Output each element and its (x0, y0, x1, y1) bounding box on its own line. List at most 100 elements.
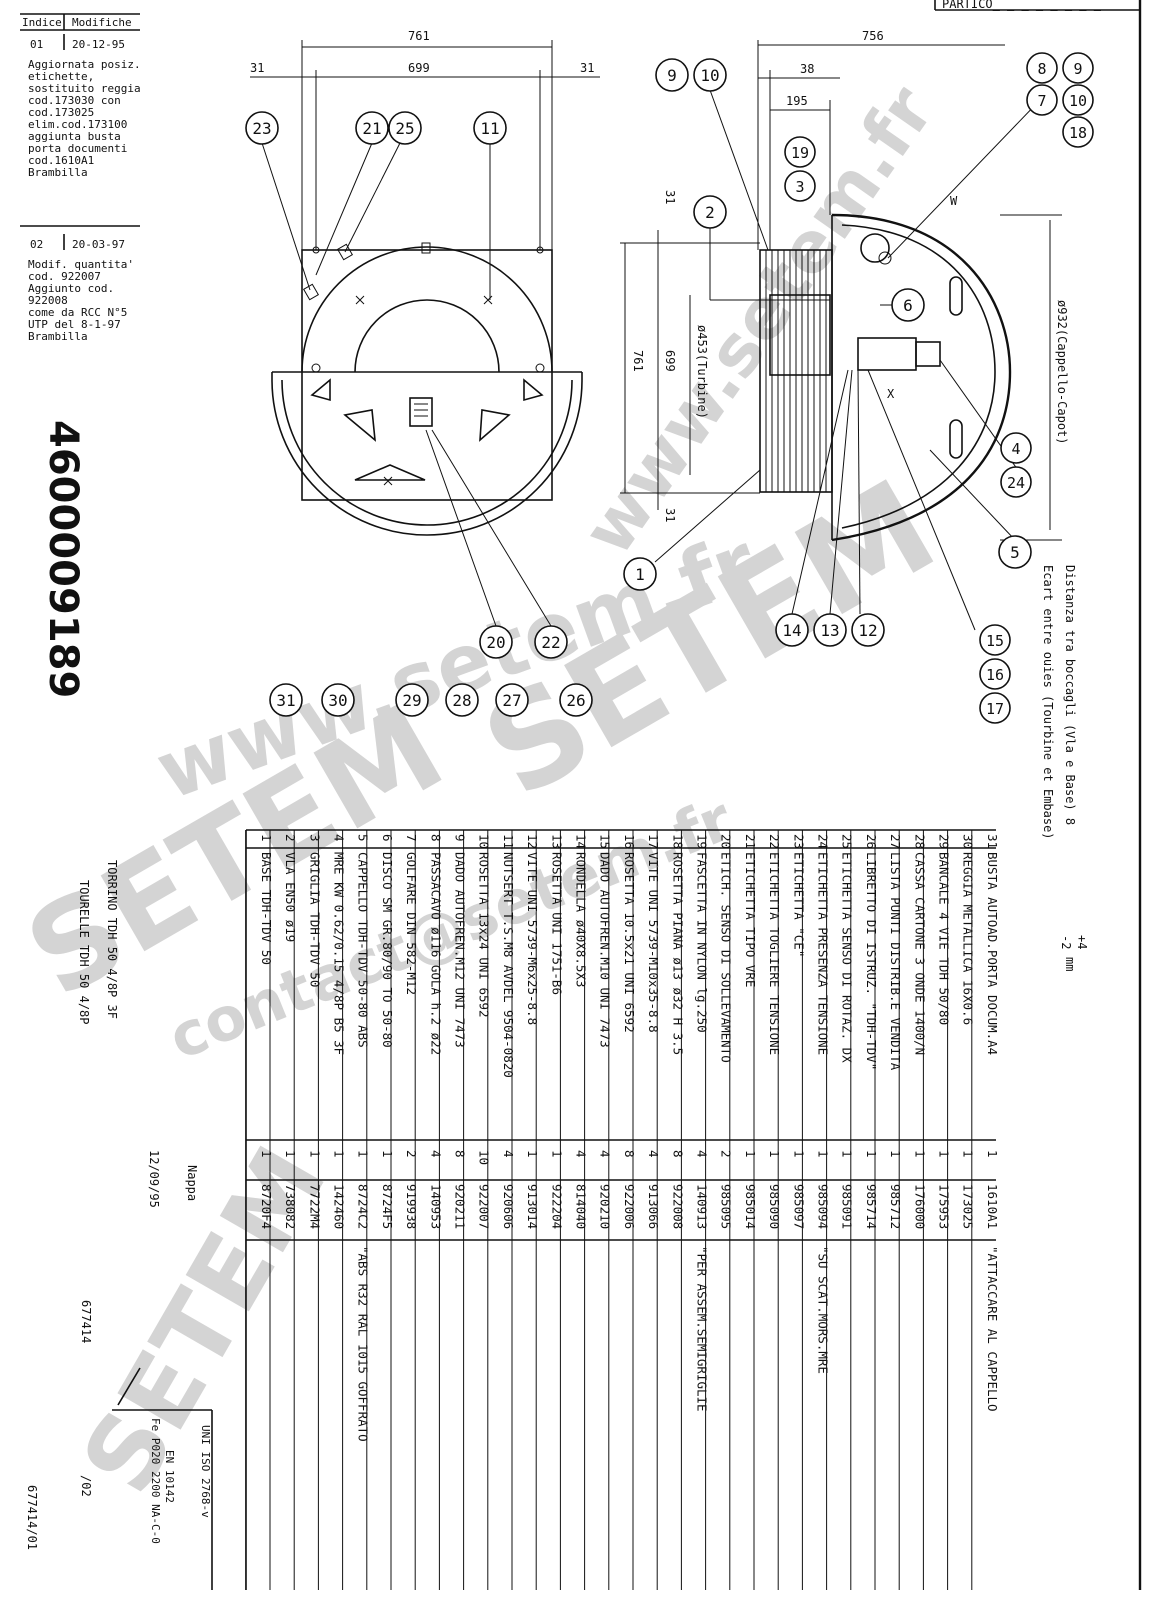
bom-pos: 20 (719, 834, 734, 849)
bom-description: GRIGLIA TDH-TDV 50 (307, 852, 322, 987)
svg-text:31: 31 (276, 691, 295, 710)
bom-note: "SU SCAT.MORS.MRE (816, 1246, 831, 1374)
spacing-note: Distanza tra boccagli (Vla e Base) 8 +4 … (1041, 565, 1089, 971)
svg-text:10: 10 (700, 66, 719, 85)
svg-text:21: 21 (362, 119, 381, 138)
bom-description: DISCO SM GR.80/90 TO 50-80 (380, 852, 395, 1048)
svg-text:27: 27 (502, 691, 521, 710)
svg-text:elim.cod.173100: elim.cod.173100 (28, 118, 127, 131)
bom-qty: 8 (622, 1150, 637, 1158)
bom-description: PASSACAVO ø116 GOLA h.2 ø22 (428, 852, 443, 1055)
mark-x: X (887, 387, 895, 401)
dim-vert-699: 699 (663, 350, 677, 372)
svg-text:17: 17 (986, 700, 1004, 718)
balloon: 28 (445, 683, 479, 717)
bom-description: ETICHETTA SENSO DI ROTAZ. DX (840, 852, 855, 1063)
svg-text:cod.173030 con: cod.173030 con (28, 94, 121, 107)
bom-code: 920210 (598, 1184, 613, 1229)
partico-label: PARTICO_ _ _ _ _ _ _ _ (942, 0, 1102, 11)
svg-text:23: 23 (252, 119, 271, 138)
svg-text:22: 22 (541, 633, 560, 652)
bom-code: 8720F4 (259, 1184, 274, 1229)
bom-pos: 23 (791, 834, 806, 849)
author: Nappa (185, 1165, 199, 1201)
svg-text:cod.1610A1: cod.1610A1 (28, 154, 94, 167)
bom-pos: 4 (332, 834, 347, 842)
revision-2-index: 02 (30, 238, 43, 251)
bom-pos: 26 (864, 834, 879, 849)
svg-text:Brambilla: Brambilla (28, 166, 88, 179)
dim-top-total: 761 (408, 29, 430, 43)
bom-code: 8724F5 (380, 1184, 395, 1229)
svg-text:12: 12 (858, 621, 877, 640)
bom-code: 913066 (646, 1184, 661, 1229)
revision-changes-header: Modifiche (72, 16, 132, 29)
svg-text:UTP del 8-1-97: UTP del 8-1-97 (28, 318, 121, 331)
bom-code: 140953 (428, 1184, 443, 1229)
svg-text:9: 9 (1073, 60, 1082, 78)
bom-code: 985014 (743, 1184, 758, 1229)
balloon: 17 (979, 692, 1011, 724)
svg-text:24: 24 (1007, 474, 1025, 492)
bom-description: BUSTA AUTOAD.PORTA DOCUM.A4 (985, 852, 1000, 1055)
balloon: 8 (1026, 52, 1058, 84)
bom-description: ETICHETTA TOGLIERE TENSIONE (767, 852, 782, 1055)
bom-qty: 1 (840, 1150, 855, 1158)
grille-hatching (765, 250, 827, 492)
bom-description: NUTSERT T.S.M8 AVDEL 9504-0820 (501, 852, 516, 1078)
svg-text:28: 28 (452, 691, 471, 710)
revision-1-date: 20-12-95 (72, 38, 125, 51)
standard-3: Fe P020 2200 NA-C-0 (149, 1418, 162, 1544)
title-it: TORRINO TDH 50 4/8P 3F (105, 860, 119, 1019)
bom-qty: 1 (332, 1150, 347, 1158)
bom-code: 738082 (283, 1184, 298, 1229)
bom-qty: 4 (428, 1150, 443, 1158)
bom-pos: 13 (549, 834, 564, 849)
bom-note: "ATTACCARE AL CAPPELLO (985, 1246, 1000, 1412)
bom-pos: 2 (283, 834, 298, 842)
spacing-note-text: Distanza tra boccagli (Vla e Base) 8 (1063, 565, 1077, 825)
revision-1-text: Aggiornata posiz. etichette, sostituito … (28, 58, 141, 179)
mark-w: W (950, 194, 958, 208)
bom-code: 142460 (332, 1184, 347, 1229)
dim-vert-31-top: 31 (663, 190, 677, 204)
balloon: 10 (1062, 84, 1094, 116)
bom-qty: 1 (356, 1150, 371, 1158)
bom-pos: 6 (380, 834, 395, 842)
spacing-note-unit: mm (1063, 957, 1077, 971)
bom-qty: 1 (259, 1150, 274, 1158)
sheet-frame: PARTICO_ _ _ _ _ _ _ _ (934, 0, 1142, 1590)
bom-code: 176000 (912, 1184, 927, 1229)
balloon: 21 (355, 111, 389, 145)
bom-description: REGGIA METALLICA 16X0.6 (961, 852, 976, 1025)
bom-qty: 1 (985, 1150, 1000, 1158)
balloon: 23 (245, 111, 279, 145)
bom-description: VITE UNI 5739-M10x35-8.8 (646, 852, 661, 1033)
footer-ref: 677414/01 (25, 1485, 39, 1550)
balloon: 22 (534, 625, 568, 659)
svg-text:14: 14 (782, 621, 801, 640)
title-fr: TOURELLE TDH 50 4/8P (77, 880, 91, 1025)
balloon: 13 (813, 613, 847, 647)
bom-description: ROSETTA UNI 1751-B6 (549, 852, 564, 995)
spacing-note-fr: Ecart entre ouies (Tourbine et Embase) (1041, 565, 1055, 840)
bom-description: BASE TDH-TDV 50 (259, 852, 274, 965)
bom-pos: 19 (695, 834, 710, 849)
